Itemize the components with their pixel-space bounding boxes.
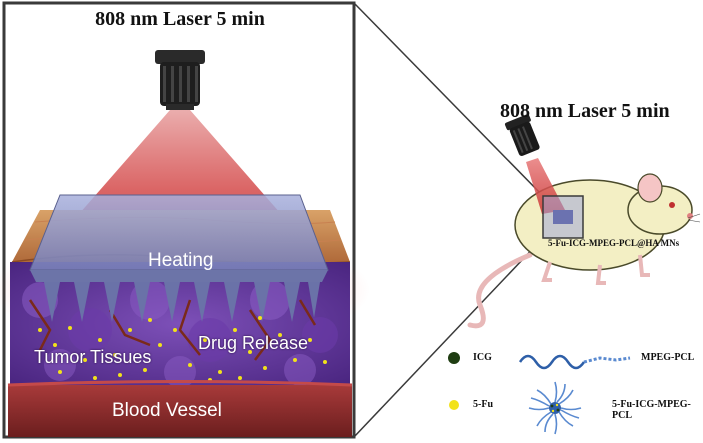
tumor-tissues-label: Tumor Tissues (34, 347, 152, 367)
drug-release-label: Drug Release (198, 333, 309, 353)
microneedle-patch (29, 194, 329, 322)
micelle-icon (528, 381, 582, 435)
icg-dot-icon (448, 352, 460, 364)
zoom-line-bottom (353, 237, 544, 438)
laser-device-icon (155, 50, 205, 110)
right-panel-title: 808 nm Laser 5 min (500, 100, 670, 122)
drug-particles (38, 316, 327, 382)
fu-legend-label: 5-Fu (473, 399, 493, 410)
fu-dot-icon (449, 400, 459, 410)
small-laser-device-icon (504, 114, 540, 157)
micelle-legend-label: 5-Fu-ICG-MPEG-PCL (612, 399, 691, 421)
mouse-patch (553, 210, 573, 224)
icg-legend-label: ICG (473, 352, 492, 363)
heating-label: Heating (148, 250, 214, 271)
blood-vessel (7, 380, 353, 437)
mpeg-pcl-legend-label: MPEG-PCL (641, 352, 695, 363)
left-panel-title: 808 nm Laser 5 min (95, 8, 265, 30)
mouse-patch-label: 5-Fu-ICG-MPEG-PCL@HA MNs (548, 238, 680, 248)
zoom-line-top (353, 2, 544, 197)
blood-vessel-label: Blood Vessel (112, 400, 222, 421)
mouse-illustration (467, 173, 701, 329)
mpeg-pcl-icon (518, 354, 631, 370)
patch-highlight-box (542, 195, 584, 239)
